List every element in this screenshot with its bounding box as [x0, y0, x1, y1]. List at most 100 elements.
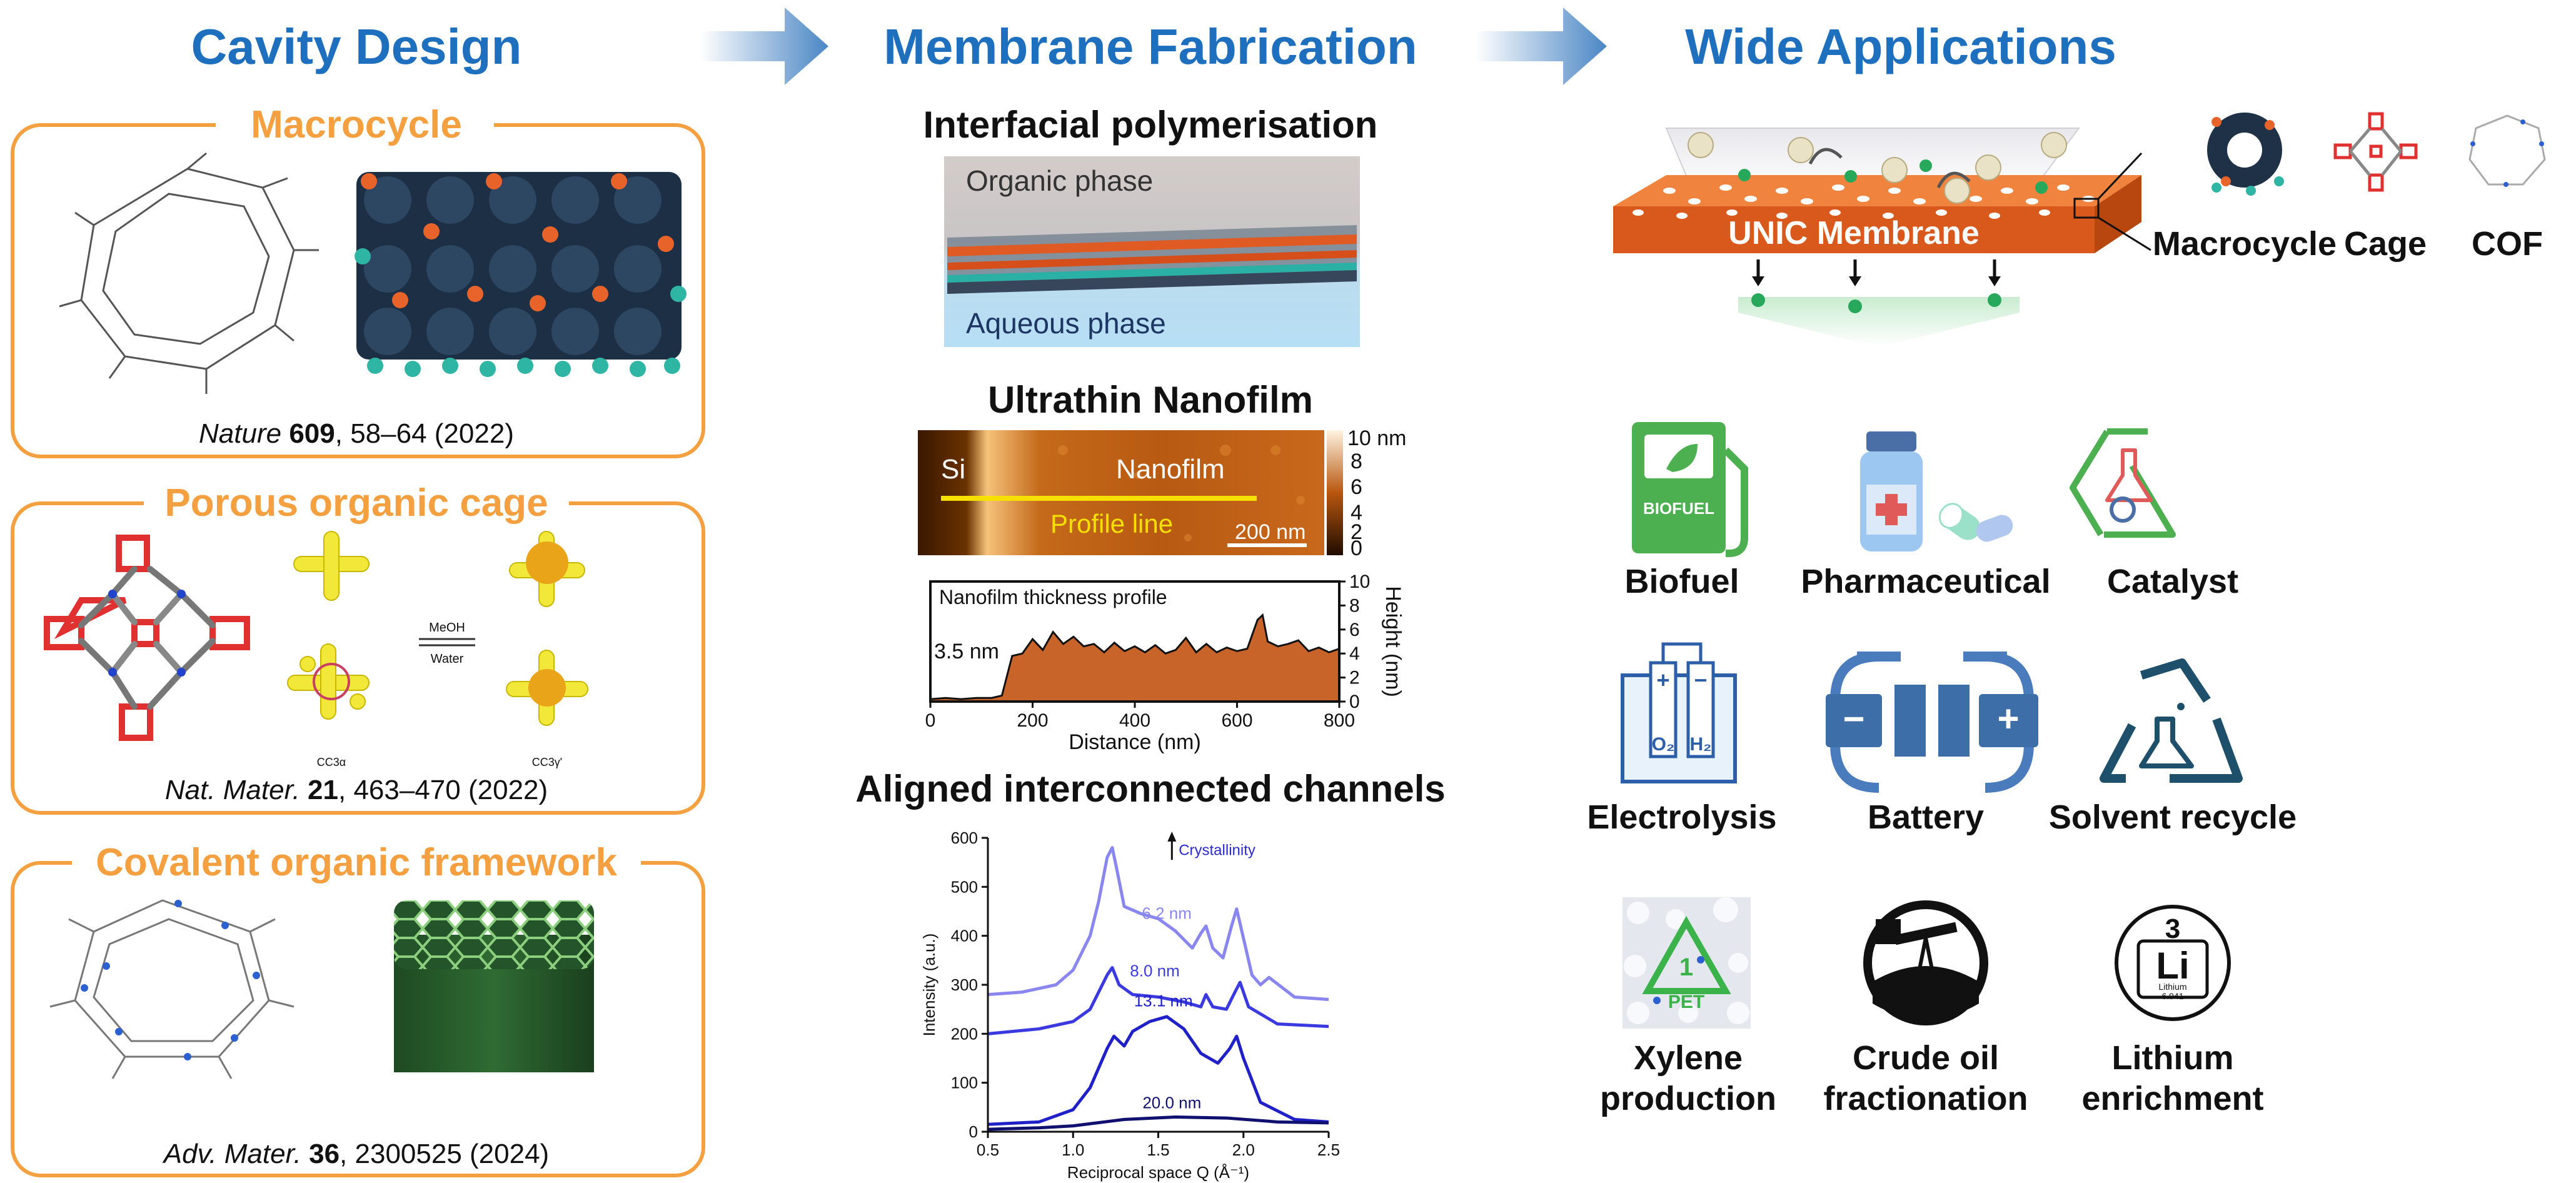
aqueous-phase-label: Aqueous phase	[966, 307, 1166, 340]
x-tick-label: 400	[1119, 710, 1150, 731]
app-label-biofuel: Biofuel	[1625, 563, 1739, 600]
solvent-top-label: MeOH	[429, 621, 465, 635]
app-label-lithium-2: enrichment	[2081, 1080, 2263, 1117]
series-label: 20.0 nm	[1142, 1093, 1201, 1112]
electrolysis-minus: −	[1694, 667, 1707, 693]
header-wide-applications: Wide Applications	[1685, 19, 2116, 74]
x-tick-label: 200	[1017, 710, 1048, 731]
crude-oil-icon	[1863, 900, 1988, 1025]
x-tick-label: 2.0	[1232, 1140, 1255, 1159]
series-label: 8.0 nm	[1130, 962, 1180, 980]
biofuel-icon: BIOFUEL	[1632, 422, 1748, 557]
macrocycle-panel: Macrocycle N	[11, 103, 705, 458]
electrolysis-h2: H₂	[1690, 734, 1712, 755]
interfacial-polymerisation-image: Organic phase Aqueous phase	[944, 156, 1360, 347]
header-membrane-fabrication: Membrane Fabrication	[883, 19, 1417, 74]
cage-title: Porous organic cage	[164, 481, 548, 525]
electrolysis-icon: + − O₂ H₂	[1621, 642, 1737, 783]
battery-plus: +	[1997, 698, 2019, 740]
series-label: 6.2 nm	[1142, 904, 1192, 922]
afm-scale-bar: 200 nm	[1235, 520, 1306, 544]
y-tick-label: 10	[1349, 571, 1370, 592]
profile-title: Nanofilm thickness profile	[939, 586, 1167, 608]
electrolysis-plus: +	[1656, 667, 1669, 693]
catalyst-icon	[2070, 428, 2176, 538]
y-tick-label: 6	[1349, 620, 1360, 640]
macrocycle-citation: Nature 609, 58–64 (2022)	[199, 418, 514, 449]
x-tick-label: 600	[1221, 710, 1252, 731]
pharmaceutical-icon	[1860, 431, 2013, 551]
battery-icon: − +	[1826, 652, 2038, 793]
series-line	[987, 1015, 1329, 1126]
macrocycle-structure	[59, 152, 319, 394]
intensity-chart: 6.2 nm 8.0 nm 13.1 nm 20.0 nm 0.5 1.0 1.5 2.0 2.…	[920, 828, 1340, 1182]
series-line	[987, 966, 1329, 1035]
cof-prism	[394, 900, 594, 1072]
header-cavity-design: Cavity Design	[191, 19, 521, 74]
afm-si-label: Si	[941, 454, 965, 485]
cage-label-gamma: CC3γ'	[532, 756, 562, 768]
app-label-battery: Battery	[1868, 798, 1984, 836]
x-tick-label: 0.5	[977, 1140, 999, 1159]
y-tick-label: 4	[1349, 643, 1360, 664]
series-line	[987, 1115, 1329, 1131]
y-tick-label: 300	[951, 975, 978, 994]
channels-title: Aligned interconnected channels	[855, 768, 1446, 810]
afm-colorbar-ticks: 10 nm 8 6 4 2 0	[1347, 426, 1407, 560]
cof-citation: Adv. Mater. 36, 2300525 (2024)	[162, 1139, 549, 1169]
cbar-tick: 2	[1351, 520, 1362, 544]
li-symbol: Li	[2156, 945, 2189, 987]
series-line	[987, 846, 1329, 1001]
pet-number: 1	[1679, 954, 1693, 981]
x-axis-label: Distance (nm)	[1069, 730, 1201, 754]
y-tick-label: 0	[1349, 692, 1360, 712]
cof-panel: Covalent organic framework Adv. Mater. 3…	[11, 841, 705, 1177]
material-label-cof: COF	[2472, 225, 2543, 263]
afm-image: Si Nanofilm Profile line 200 nm 10 nm 8 …	[918, 426, 1407, 560]
organic-phase-label: Organic phase	[966, 164, 1153, 197]
afm-nanofilm-label: Nanofilm	[1116, 454, 1225, 485]
y-axis-label: Height (nm)	[1381, 586, 1405, 697]
biofuel-badge-text: BIOFUEL	[1643, 499, 1714, 518]
cbar-tick: 6	[1351, 475, 1362, 499]
cbar-tick: 10 nm	[1347, 426, 1407, 450]
y-axis-label: Intensity (a.u.)	[920, 934, 938, 1037]
cage-panel: Porous organic cage CC3α	[11, 481, 705, 815]
series-label: 13.1 nm	[1134, 991, 1193, 1010]
cbar-tick: 8	[1351, 450, 1362, 473]
x-axis-label: Reciprocal space Q (Å⁻¹)	[1067, 1163, 1249, 1182]
y-tick-label: 100	[951, 1074, 978, 1092]
flow-arrow-1	[700, 8, 828, 85]
x-tick-label: 1.0	[1062, 1140, 1084, 1159]
li-number: 3	[2165, 914, 2180, 944]
electrolysis-o2: O₂	[1652, 734, 1675, 755]
app-label-lithium-1: Lithium	[2112, 1039, 2234, 1077]
cage-structure	[44, 535, 250, 741]
cof-box	[11, 861, 705, 1177]
material-cof-icon	[2468, 114, 2546, 187]
app-label-xylene-1: Xylene	[1634, 1039, 1743, 1077]
app-label-xylene-2: production	[1600, 1080, 1776, 1117]
app-label-pharmaceutical: Pharmaceutical	[1801, 563, 2050, 600]
x-tick-label: 800	[1324, 710, 1355, 731]
app-label-crude-2: fractionation	[1823, 1080, 2028, 1117]
cage-model-alpha	[287, 531, 370, 720]
membrane-molecules	[1688, 132, 2067, 204]
material-macrocycle-icon	[2207, 113, 2284, 196]
y-tick-label: 2	[1349, 668, 1360, 688]
app-label-catalyst: Catalyst	[2107, 563, 2238, 600]
x-tick-label: 0	[925, 710, 936, 731]
xylene-icon: 1 PET	[1623, 897, 1751, 1029]
material-cage-icon	[2333, 112, 2418, 192]
battery-minus: −	[1843, 698, 1864, 740]
crystallinity-label: Crystallinity	[1179, 842, 1255, 858]
cbar-tick: 0	[1351, 536, 1362, 560]
app-label-crude-1: Crude oil	[1853, 1039, 1999, 1077]
x-tick-label: 2.5	[1317, 1140, 1340, 1159]
x-tick-label: 1.5	[1147, 1140, 1169, 1159]
macrocycle-title: Macrocycle	[251, 103, 462, 146]
li-name: Lithium	[2158, 982, 2186, 992]
ip-title: Interfacial polymerisation	[923, 104, 1378, 146]
